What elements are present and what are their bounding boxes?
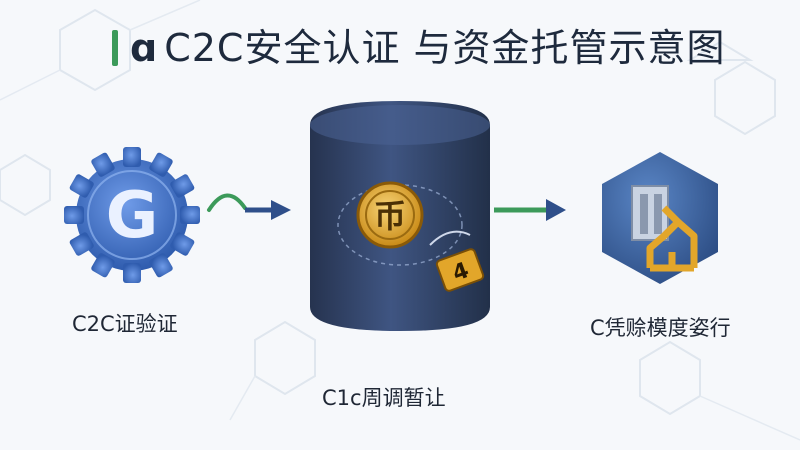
- escrow-label: C1c周调暂让: [322, 386, 446, 410]
- auth-label: C2C证验证: [72, 312, 178, 336]
- title-text: C2C安全认证 与资金托管示意图: [164, 26, 726, 70]
- title-accent-bar: [112, 30, 118, 66]
- wave-arrow-icon: [207, 193, 291, 220]
- brand-mark: ɑ: [130, 26, 159, 70]
- vault-coin-icon: 币 4: [310, 101, 490, 331]
- escrow-node: 币 4: [300, 95, 500, 335]
- coin-glyph: 币: [374, 197, 406, 235]
- release-node: [590, 148, 730, 288]
- release-label: C凭赊模度姿行: [590, 316, 731, 340]
- badge-letter: G: [106, 179, 159, 253]
- auth-node: G: [62, 145, 202, 285]
- building-key-icon: [602, 152, 718, 284]
- gear-badge-icon: G: [64, 147, 200, 283]
- arrow-right-icon: [494, 199, 566, 221]
